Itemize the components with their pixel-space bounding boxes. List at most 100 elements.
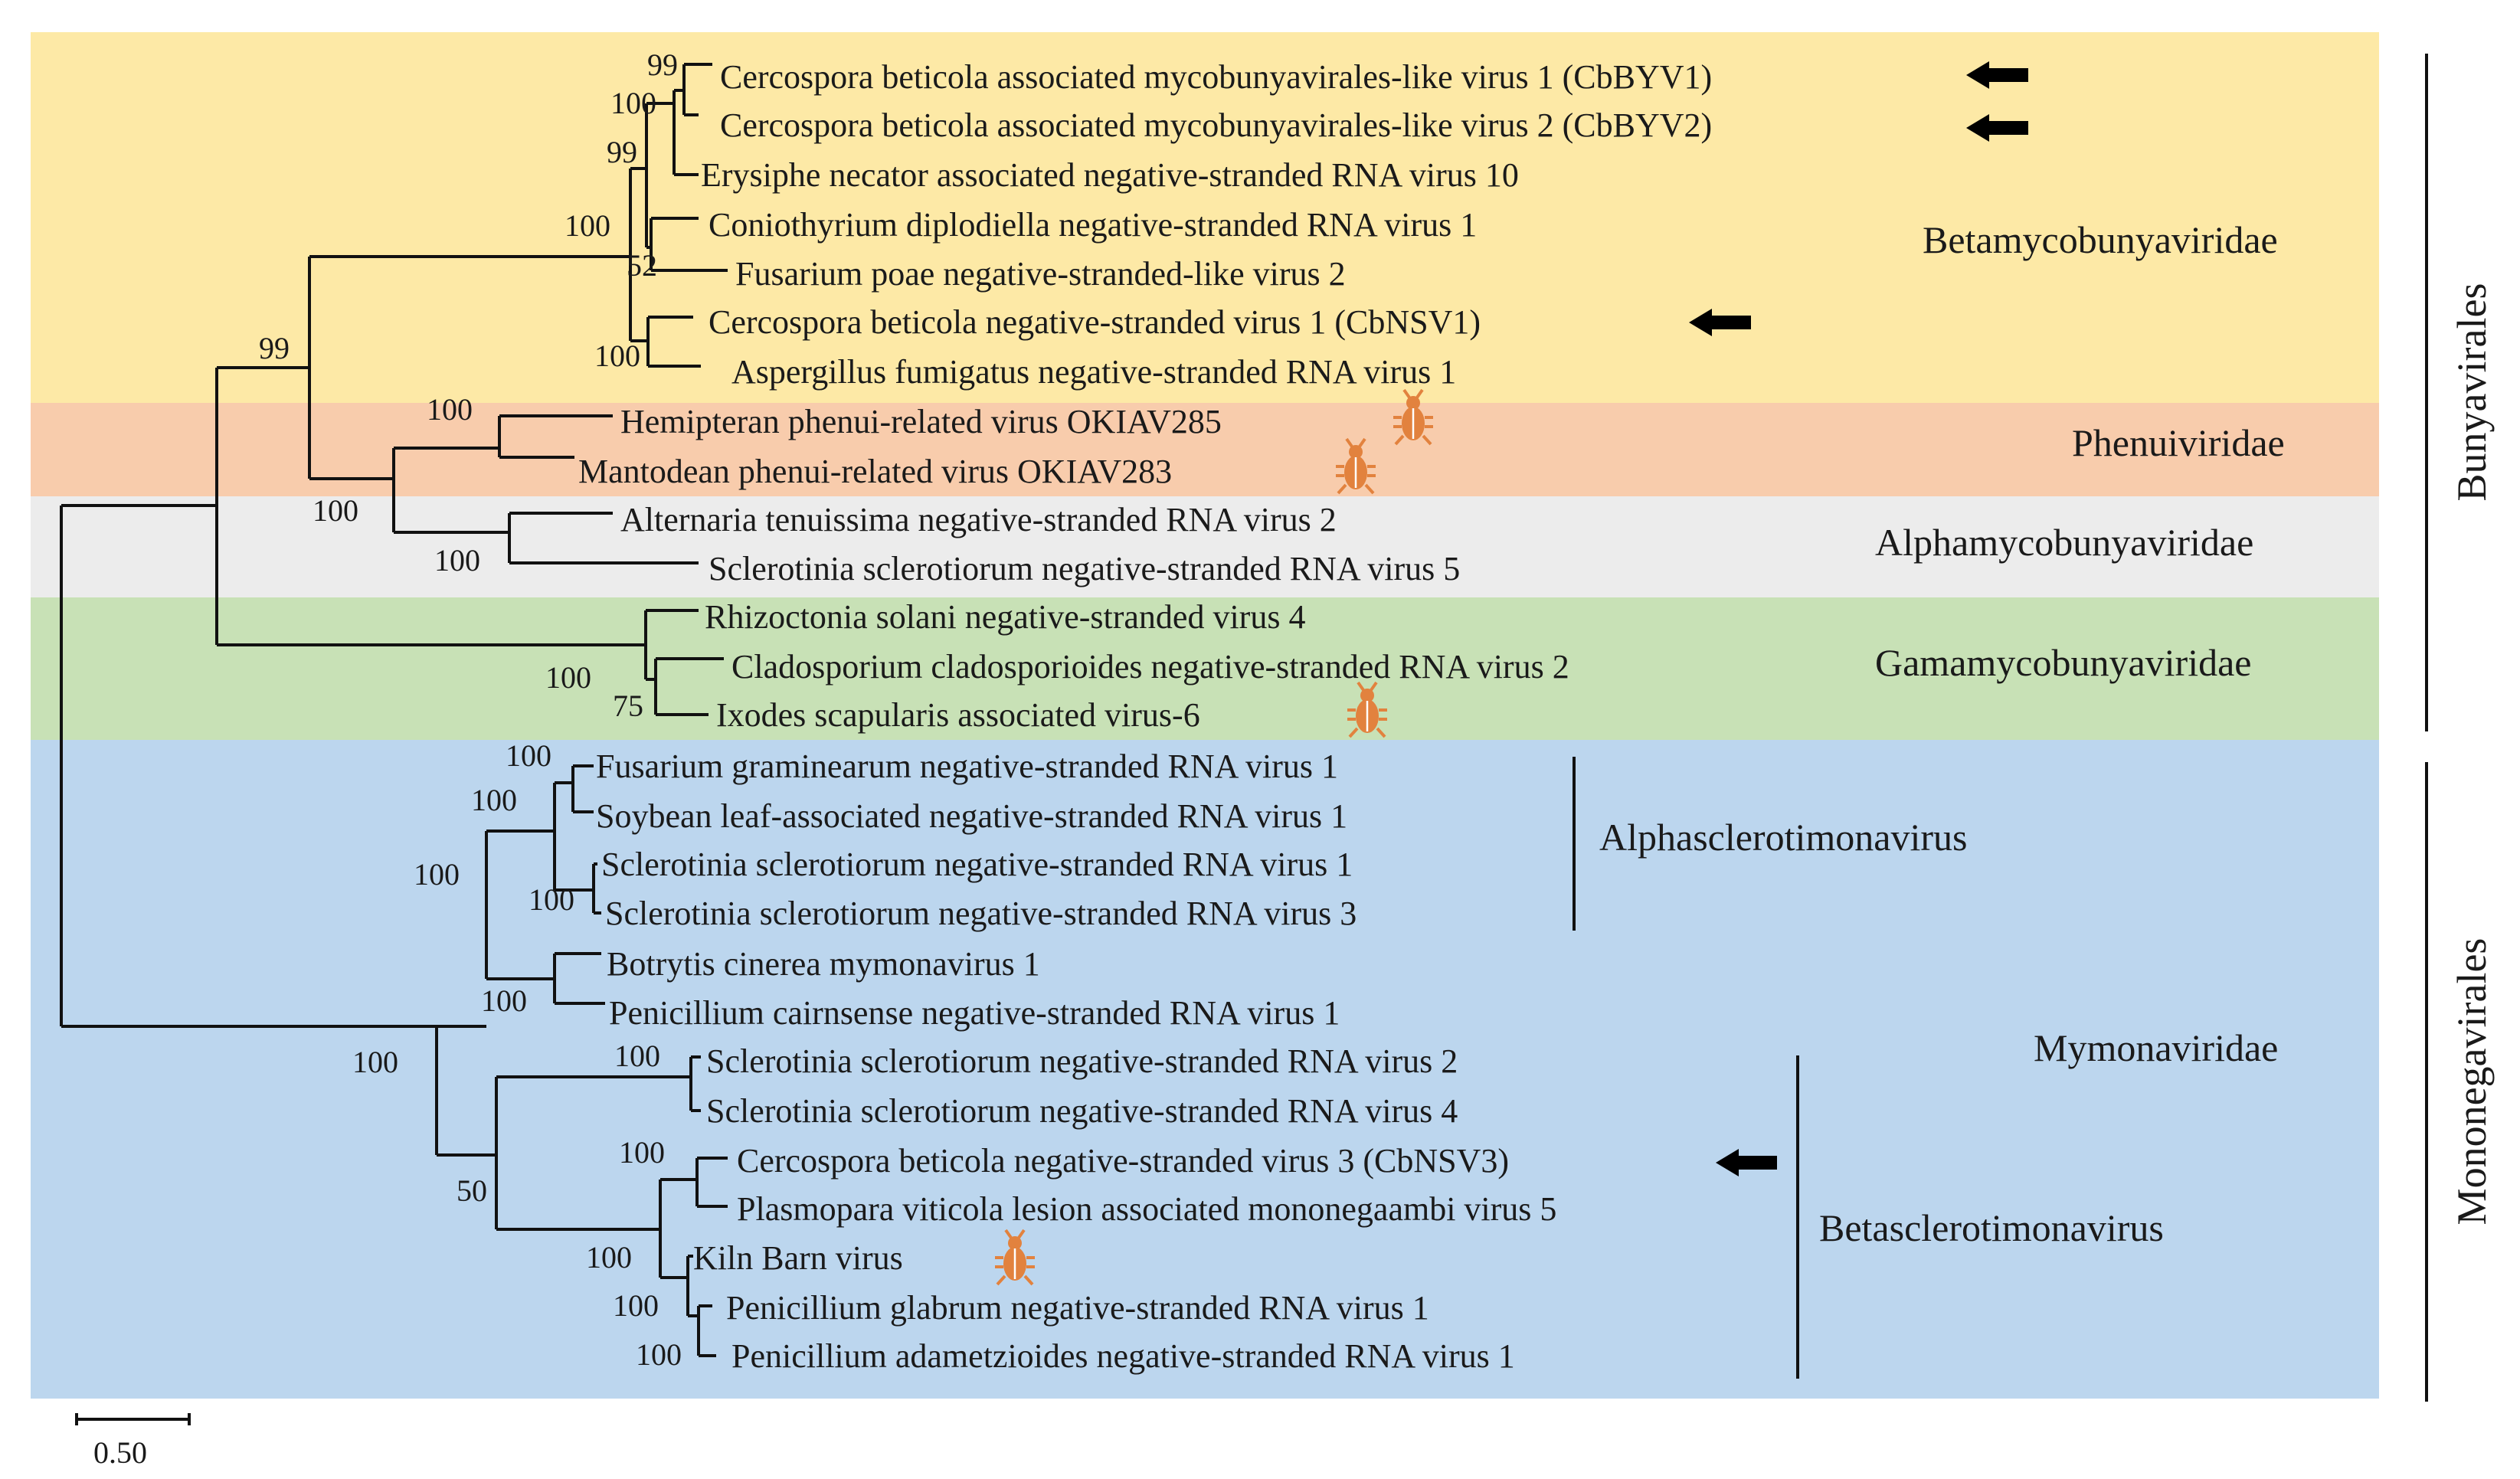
leaf-label: Sclerotinia sclerotiorum negative-strand… [709,550,1460,587]
study-virus-arrows [1689,61,2028,1176]
support-value: 100 [636,1337,682,1372]
leaf-label: Fusarium poae negative-stranded-like vir… [735,255,1346,293]
branch-beta-phenui-alpha [308,255,630,480]
branch-betasclerotimonavirus [495,1075,691,1231]
leaf-label: Erysiphe necator associated negative-str… [701,156,1519,194]
insect-icons [995,388,1433,1286]
family-label-phenuiviridae: Phenuiviridae [2072,421,2285,464]
leaf-label: Sclerotinia sclerotiorum negative-strand… [706,1092,1458,1130]
branch-penicillium-pair [697,1304,716,1357]
support-value: 50 [457,1173,487,1208]
support-value: 100 [610,86,656,120]
leaf-label: Botrytis cinerea mymonavirus 1 [607,945,1040,983]
support-value: 99 [647,47,678,82]
leaf-label: Penicillium cairnsense negative-stranded… [609,994,1340,1032]
leaf-label: Cercospora beticola associated mycobunya… [720,106,1712,144]
support-value: 100 [414,857,460,892]
leaf-label: Kiln Barn virus [693,1239,903,1277]
leaf-label: Cercospora beticola negative-stranded vi… [709,303,1481,341]
family-label-betamycobunyaviridae: Betamycobunyaviridae [1923,218,2278,261]
branch-gamamycobunya [644,609,699,681]
support-value: 100 [529,882,574,917]
insect-icon [1347,681,1387,738]
leaf-label: Cladosporium cladosporioides negative-st… [731,648,1569,686]
arrow-icon [1716,1149,1777,1176]
family-labels: Betamycobunyaviridae Phenuiviridae Alpha… [1875,218,2285,1069]
branch-alphasclerotimona-group [485,829,555,980]
support-value: 99 [607,135,637,169]
family-label-gamamycobunyaviridae: Gamamycobunyaviridae [1875,641,2251,684]
branch-gama-inner [654,657,724,716]
leaf-label: Soybean leaf-associated negative-strande… [596,797,1347,835]
branch-alphamycobunya [508,512,699,564]
arrow-icon [1966,114,2028,142]
insect-icon [1336,437,1376,495]
branch-cbnsv3-plasmopara [695,1157,728,1208]
leaf-label: Mantodean phenui-related virus OKIAV283 [578,453,1172,490]
support-value: 100 [619,1135,665,1170]
leaf-label: Alternaria tenuissima negative-stranded … [620,501,1337,538]
support-value: 100 [481,983,527,1018]
scale-bar: 0.50 [75,1413,191,1470]
leaf-label: Sclerotinia sclerotiorum negative-strand… [706,1042,1458,1080]
order-annotations: Bunyavirales Mononegavirales [2425,54,2495,1402]
branch-alphasclerotimonavirus [553,781,594,892]
leaf-label: Cercospora beticola associated mycobunya… [720,58,1712,96]
support-value: 100 [352,1045,398,1079]
leaf-label: Penicillium adametzioides negative-stran… [731,1337,1515,1375]
support-value: 100 [613,1288,659,1323]
branch-cbnsv1-aspergillus [646,316,701,368]
leaf-label: Sclerotinia sclerotiorum negative-strand… [601,846,1353,883]
family-label-mymonaviridae: Mymonaviridae [2034,1026,2278,1069]
support-values: 99 100 99 100 52 100 99 100 100 100 100 … [259,47,682,1372]
arrow-icon [1966,61,2028,89]
insect-icon [1393,388,1433,446]
branch-ssnsrv2-4 [689,1055,701,1112]
branch-cbbyv1-2 [682,63,712,116]
leaf-label: Fusarium graminearum negative-stranded R… [596,748,1338,785]
branch-mymonaviridae [435,1025,496,1157]
support-value: 100 [614,1039,660,1073]
support-value: 52 [627,248,657,283]
leaf-label: Ixodes scapularis associated virus-6 [716,696,1200,734]
genus-annotations: Alphasclerotimonavirus Betasclerotimonav… [1573,757,2164,1379]
branch-phenui-alpha [392,447,509,534]
leaf-label: Cercospora beticola negative-stranded vi… [737,1142,1509,1180]
leaf-label: Coniothyrium diplodiella negative-strand… [709,206,1477,244]
branch-ssnsrv1-3 [592,862,601,915]
order-label-bunyavirales: Bunyavirales [2449,283,2495,502]
support-value: 99 [259,331,290,365]
gamamycobunyaviridae-band [31,597,2379,740]
leaf-label: Hemipteran phenui-related virus OKIAV285 [620,403,1222,440]
leaf-label: Sclerotinia sclerotiorum negative-strand… [605,895,1357,932]
insect-icon [995,1229,1035,1286]
leaf-label: Aspergillus fumigatus negative-stranded … [731,353,1456,391]
branch-kiln-penicillium [686,1255,699,1317]
support-value: 100 [545,660,591,695]
support-value: 100 [586,1240,632,1274]
leaf-label: Rhizoctonia solani negative-stranded vir… [705,598,1305,636]
branch-fgnsrv-soybean [571,764,594,813]
mymonaviridae-band [31,740,2379,1399]
scale-bar-label: 0.50 [93,1435,147,1470]
branch-root [60,504,437,1028]
tree-branches [60,63,728,1357]
branch-betamycobunya [629,167,648,342]
leaf-label: Penicillium glabrum negative-stranded RN… [726,1289,1429,1327]
branch-conio-fusarium [650,217,728,272]
branch-bunyavirales [215,366,646,646]
leaf-labels: Cercospora beticola associated mycobunya… [578,58,1712,1375]
family-label-alphamycobunyaviridae: Alphamycobunyaviridae [1875,521,2253,564]
leaf-label: Plasmopara viticola lesion associated mo… [737,1190,1556,1228]
branch-cbbyv [673,89,699,176]
genus-label-betasclerotimonavirus: Betasclerotimonavirus [1819,1206,2164,1249]
order-label-mononegavirales: Mononegavirales [2449,938,2495,1225]
branch-botrytis-penicillium [553,952,605,1005]
alphamycobunyaviridae-band [31,496,2379,597]
support-value: 100 [434,543,480,578]
support-value: 75 [613,689,643,723]
branch-bs-lower [659,1178,697,1279]
branch-phenuiviridae [498,414,613,459]
betamycobunyaviridae-band [31,32,2379,403]
